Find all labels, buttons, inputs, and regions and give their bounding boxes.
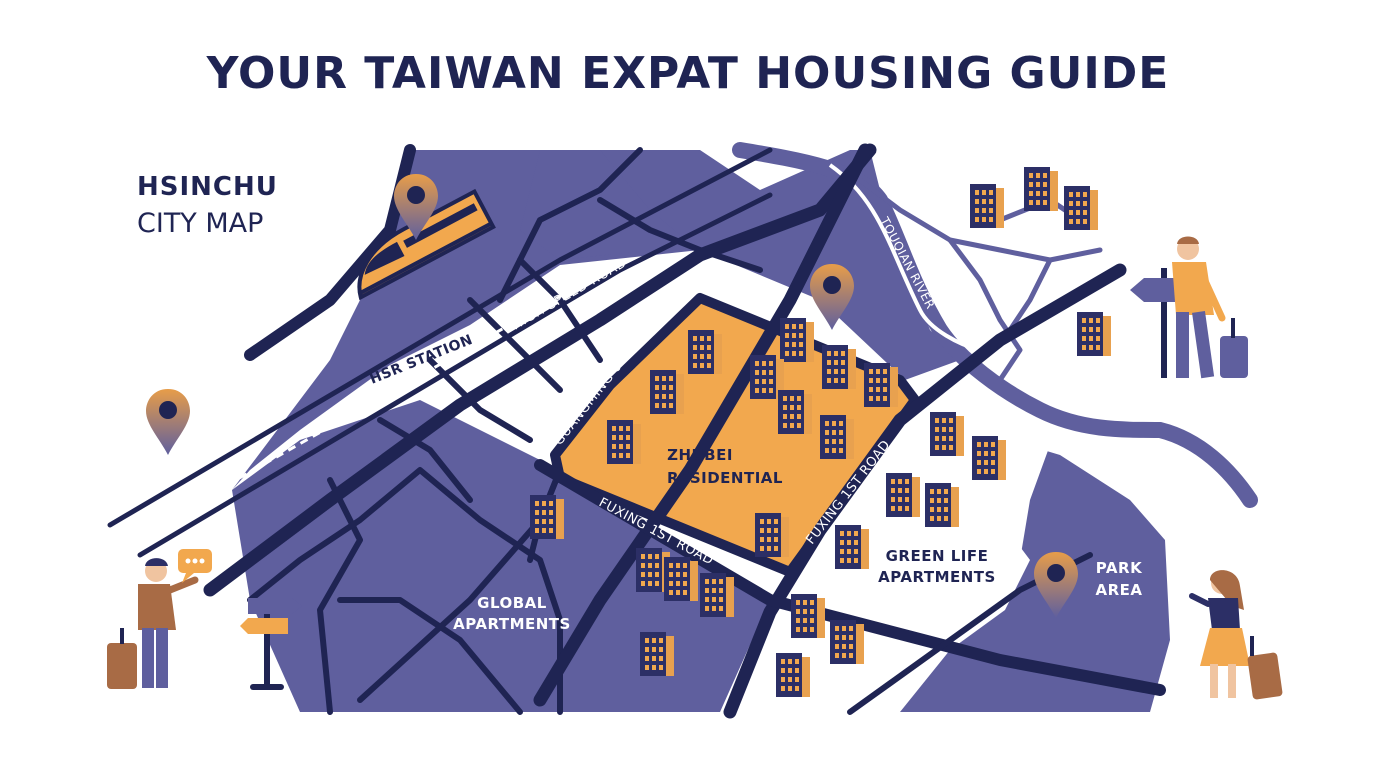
traveler-figure-woman [1189, 570, 1283, 700]
building-icon [972, 436, 1006, 480]
label-global-line1: GLOBAL [477, 594, 547, 612]
building-icon [778, 390, 812, 434]
city-name: HSINCHU [137, 172, 278, 202]
building-icon [780, 318, 814, 362]
city-map-subtitle: CITY MAP [137, 208, 264, 239]
signpost-icon [240, 598, 302, 690]
building-icon [1024, 167, 1058, 211]
building-icon [640, 632, 674, 676]
building-icon [925, 483, 959, 527]
building-icon [688, 330, 722, 374]
main-roads [107, 143, 1166, 719]
label-green-life-line1: GREEN LIFE [886, 547, 989, 565]
chat-bubble-icon [178, 549, 212, 583]
label-zhubei-line1: ZHUBEI [667, 446, 733, 464]
label-global-line2: APARTMENTS [453, 615, 571, 633]
building-icon [830, 620, 864, 664]
building-icon [700, 573, 734, 617]
building-icon [822, 345, 856, 389]
building-icon [970, 184, 1004, 228]
building-icon [1077, 312, 1111, 356]
building-icon [930, 412, 964, 456]
label-park-line2: AREA [1095, 581, 1142, 599]
building-icon [650, 370, 684, 414]
building-icon [835, 525, 869, 569]
signpost-icon [1130, 268, 1180, 378]
building-icon [820, 415, 854, 459]
building-icon [530, 495, 564, 539]
label-park-line1: PARK [1096, 559, 1143, 577]
page-title: YOUR TAIWAN EXPAT HOUSING GUIDE [206, 48, 1170, 99]
building-icon [755, 513, 789, 557]
building-icon [864, 363, 898, 407]
building-icon [664, 557, 698, 601]
city-map-heading: HSINCHU CITY MAP [137, 172, 278, 239]
label-zhubei-line2: RESIDENTIAL [667, 469, 783, 487]
building-icon [886, 473, 920, 517]
building-icon [776, 653, 810, 697]
building-icon [1064, 186, 1098, 230]
traveler-figure-left [107, 558, 199, 689]
label-green-life-line2: APARTMENTS [878, 568, 996, 586]
building-cluster-northeast[interactable] [970, 167, 1111, 356]
building-icon [791, 594, 825, 638]
train-icon [357, 188, 496, 301]
high-speed-rail-track [129, 283, 581, 542]
building-icon [607, 420, 641, 464]
traveler-figure-right [1172, 236, 1248, 379]
map-block-northwest [520, 150, 680, 260]
location-pin-icon[interactable] [146, 389, 190, 455]
